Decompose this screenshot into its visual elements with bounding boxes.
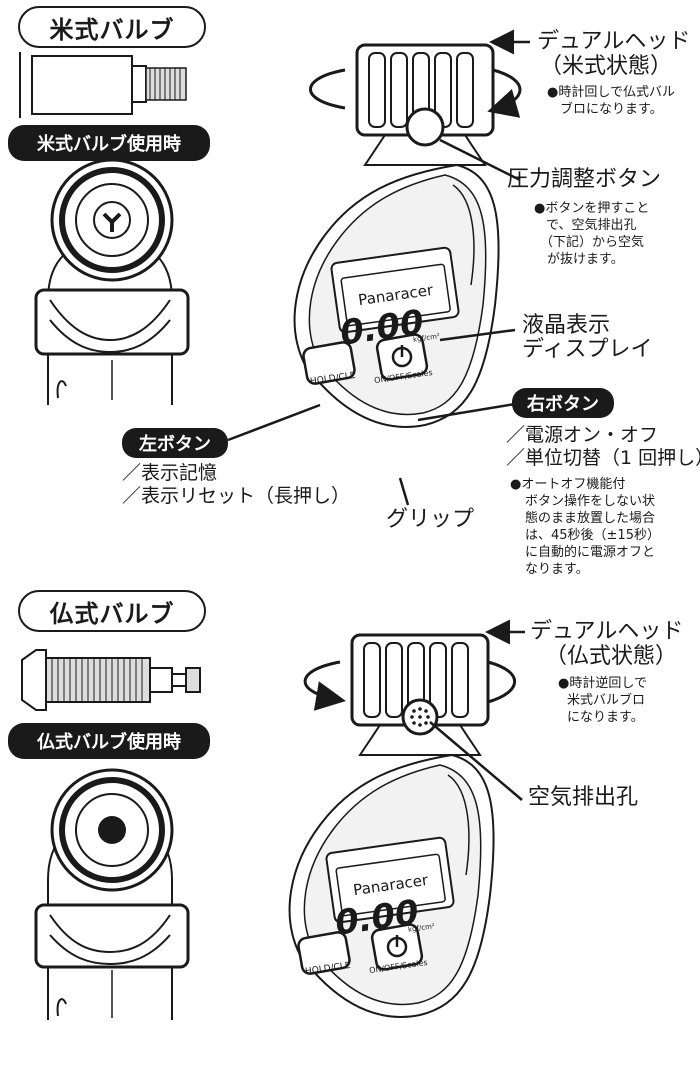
dual-head-note-top-1: ●時計回しで仏式バル — [547, 85, 675, 100]
dual-head-note-top-2: ブロになります。 — [560, 102, 663, 117]
auto-off-note-5: に自動的に電源オフと — [525, 545, 656, 560]
fr-valve-drawing — [21, 649, 201, 711]
pressure-note-4: が抜けます。 — [547, 252, 624, 267]
dual-head-note-bottom-3: になります。 — [567, 710, 644, 725]
dual-head-label-top: デュアルヘッド — [537, 29, 691, 54]
dual-head-note-bottom-1: ●時計逆回しで — [558, 676, 647, 691]
gauge-bottom — [288, 633, 496, 1019]
pressure-button-label: 圧力調整ボタン — [507, 167, 662, 192]
us-valve-in-use-label: 米式バルブ使用時 — [8, 125, 210, 161]
right-button-tag: 右ボタン — [512, 388, 614, 418]
left-function-2: ／表示リセット（長押し） — [122, 485, 351, 507]
dual-head-state-bottom: （仏式状態） — [545, 644, 678, 669]
fr-head-closeup — [34, 768, 190, 1020]
auto-off-note-2: ボタン操作をしない状 — [525, 494, 656, 509]
dual-head-label-bottom: デュアルヘッド — [530, 619, 684, 644]
pressure-note-1: ●ボタンを押すこと — [534, 201, 650, 216]
dual-head-note-bottom-2: 米式バルブロ — [567, 693, 646, 708]
right-function-1: ／電源オン・オフ — [506, 424, 659, 446]
lcd-label-2: ディスプレイ — [522, 337, 653, 362]
auto-off-note-4: は、45秒後（±15秒） — [525, 528, 660, 543]
dual-head-state-top: （米式状態） — [540, 54, 673, 79]
auto-off-note-6: なります。 — [525, 562, 589, 577]
us-head-closeup — [34, 158, 190, 405]
left-function-1: ／表示記憶 — [122, 462, 218, 484]
auto-off-note-3: 態のまま放置した場合 — [525, 511, 656, 526]
pressure-note-2: で、空気排出孔 — [546, 218, 637, 233]
lcd-label-1: 液晶表示 — [522, 313, 611, 338]
us-valve-title: 米式バルブ — [18, 6, 206, 48]
us-valve-drawing — [19, 52, 187, 118]
right-function-2: ／単位切替（1 回押し） — [506, 447, 700, 469]
pressure-note-3: （下記）から空気 — [540, 235, 645, 250]
auto-off-note-1: ●オートオフ機能付 — [510, 477, 626, 492]
left-button-tag: 左ボタン — [122, 428, 228, 458]
grip-label: グリップ — [386, 507, 475, 532]
fr-valve-title: 仏式バルブ — [18, 590, 206, 632]
fr-valve-in-use-label: 仏式バルブ使用時 — [8, 723, 210, 759]
air-hole-label: 空気排出孔 — [528, 785, 639, 810]
gauge-top — [293, 43, 501, 429]
